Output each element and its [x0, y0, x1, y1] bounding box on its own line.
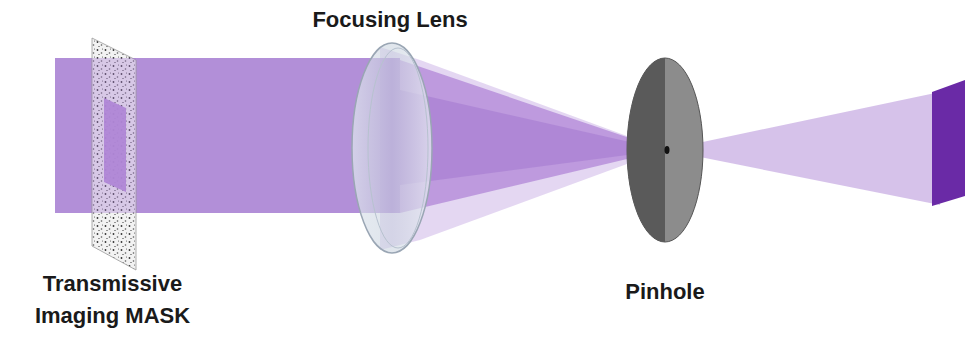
- pinhole-disc: [627, 58, 703, 242]
- part-label: Transmissive Imaging MASK: [0, 268, 225, 332]
- pinhole-shade: [627, 58, 665, 242]
- diverging-beam: [665, 92, 940, 205]
- light-beam: [55, 58, 400, 213]
- pinhole-aperture: [665, 146, 670, 154]
- lens-edge: [368, 48, 428, 248]
- part-label: Pinhole: [585, 276, 745, 308]
- converging-beam: [400, 60, 665, 213]
- beam-core: [400, 90, 665, 185]
- imaging-mask: [92, 38, 136, 270]
- focusing-lens: [352, 43, 432, 253]
- beam-over-mask: [92, 58, 136, 213]
- detector-screen: [932, 80, 965, 206]
- part-label: Focusing Lens: [270, 4, 510, 36]
